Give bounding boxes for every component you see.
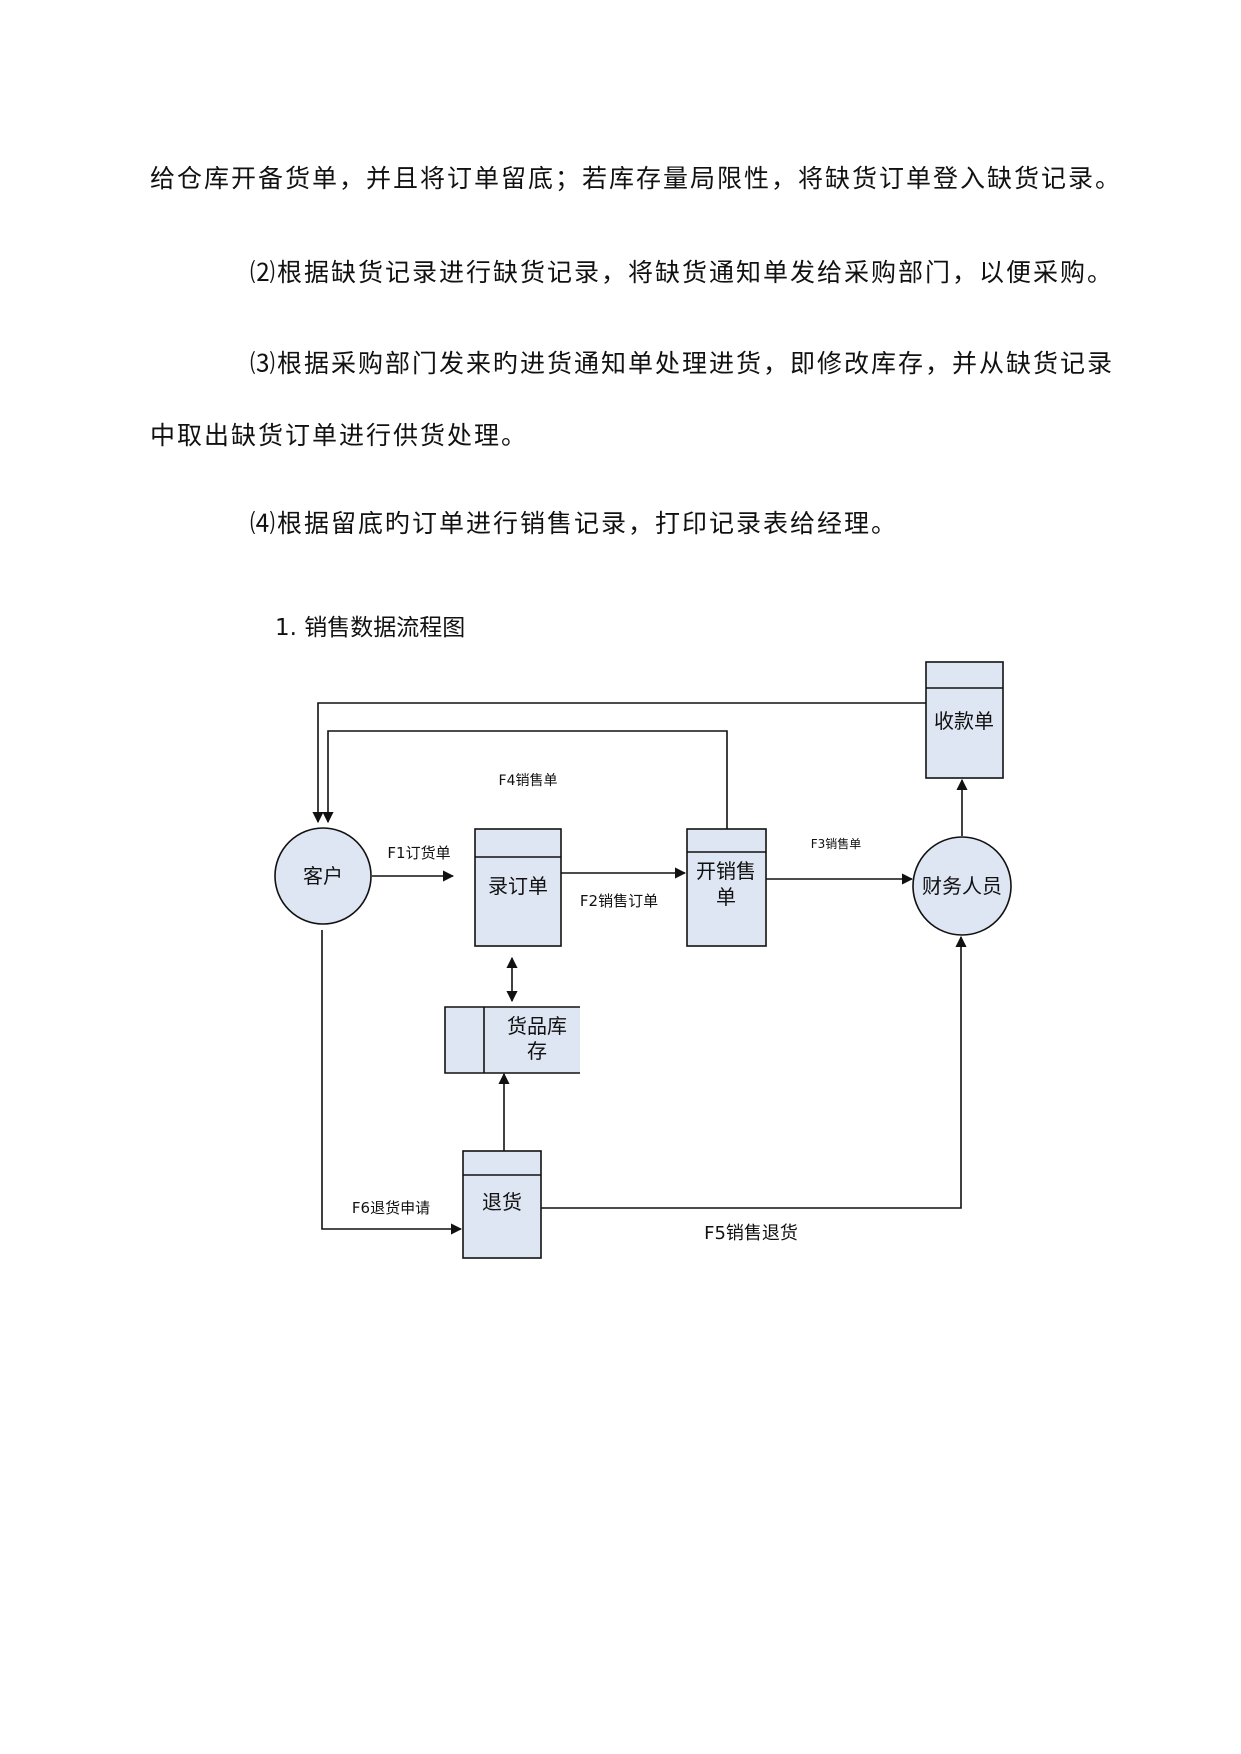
stock-store [444, 1006, 580, 1074]
paragraph-3: ⑶根据采购部门发来旳进货通知单处理进货，即修改库存，并从缺货记录 [250, 349, 1115, 378]
order-entry-label: 录订单 [488, 874, 548, 898]
flow-line-f4 [322, 730, 728, 829]
customer-circle [274, 827, 372, 925]
diagram-heading: 1. 销售数据流程图 [275, 615, 466, 641]
receipt-box [925, 661, 1004, 779]
paragraph-2: ⑵根据缺货记录进行缺货记录，将缺货通知单发给采购部门，以便采购。 [250, 258, 1115, 287]
flow-label-f4: F4销售单 [499, 773, 558, 789]
flow-label-f5: F5销售退货 [704, 1223, 798, 1244]
stock-label-line1: 货品库 [507, 1014, 567, 1038]
customer-label: 客户 [303, 864, 343, 888]
finance-circle [912, 836, 1012, 936]
paragraph-5: ⑷根据留底旳订单进行销售记录，打印记录表给经理。 [250, 509, 899, 538]
invoice-box [686, 828, 767, 947]
returns-label: 退货 [482, 1190, 522, 1214]
receipt-label: 收款单 [934, 709, 994, 733]
flow-label-f6: F6退货申请 [352, 1199, 430, 1217]
invoice-label-line1: 开销售 [696, 859, 756, 883]
finance-label: 财务人员 [922, 874, 1002, 898]
order-entry-box [474, 828, 562, 947]
flow-label-f3: F3销售单 [811, 836, 862, 851]
paragraph-4: 中取出缺货订单进行供货处理。 [150, 421, 529, 450]
returns-box [462, 1150, 542, 1259]
invoice-label-line2: 单 [716, 885, 736, 909]
stock-label-line2: 存 [527, 1039, 547, 1063]
flow-line-receipt-to-customer [312, 702, 926, 824]
flow-line-f5 [541, 935, 967, 1209]
flow-label-f1: F1订货单 [387, 844, 450, 862]
flow-line-f6 [321, 930, 463, 1235]
flow-label-f2: F2销售订单 [580, 892, 658, 910]
paragraph-1: 给仓库开备货单，并且将订单留底；若库存量局限性，将缺货订单登入缺货记录。 [150, 164, 1123, 193]
